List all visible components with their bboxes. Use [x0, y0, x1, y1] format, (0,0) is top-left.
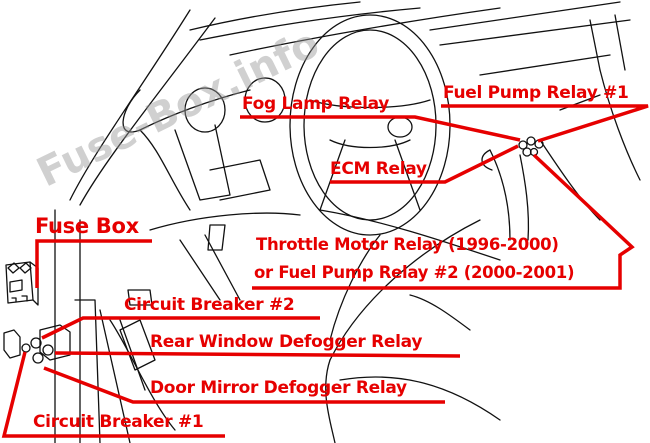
- throttle-leader: [252, 153, 635, 290]
- label-fuse-box: Fuse Box: [35, 214, 139, 238]
- label-circuit-breaker-2: Circuit Breaker #2: [124, 295, 295, 315]
- circuit-breaker-2-leader: [41, 316, 320, 340]
- label-fog-lamp-relay: Fog Lamp Relay: [242, 94, 390, 114]
- label-door-mirror-defogger-relay: Door Mirror Defogger Relay: [150, 378, 407, 398]
- circuit-breaker-1-leader: [1, 351, 225, 438]
- ecm-leader: [330, 144, 519, 184]
- rear-window-leader: [54, 351, 461, 358]
- label-circuit-breaker-1: Circuit Breaker #1: [33, 412, 204, 432]
- fuse-box-leader: [35, 239, 152, 288]
- label-ecm-relay: ECM Relay: [330, 159, 427, 179]
- fuel-pump-1-leader: [441, 104, 649, 143]
- fog-lamp-leader: [240, 115, 521, 142]
- label-fuel-pump-relay-2: or Fuel Pump Relay #2 (2000-2001): [254, 263, 575, 282]
- label-rear-window-defogger-relay: Rear Window Defogger Relay: [150, 332, 423, 352]
- label-fuel-pump-relay-1: Fuel Pump Relay #1: [443, 83, 629, 103]
- label-throttle-motor-relay: Throttle Motor Relay (1996-2000): [256, 235, 559, 254]
- door-mirror-leader: [43, 366, 445, 404]
